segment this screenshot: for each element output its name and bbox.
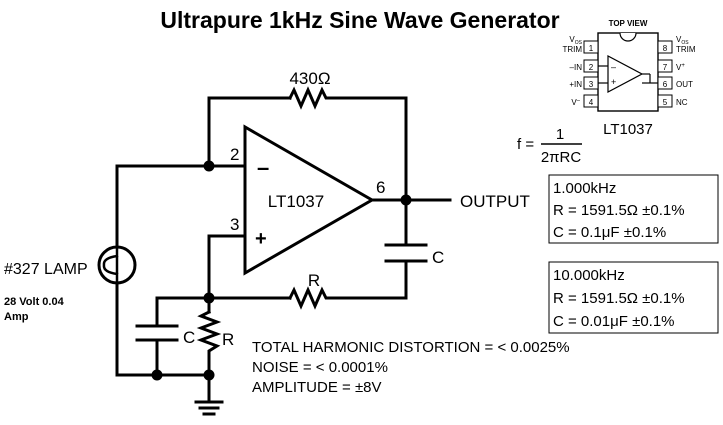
pin-1-label: VOS	[569, 35, 582, 46]
svg-text:+: +	[611, 77, 616, 87]
formula-lhs: f =	[517, 136, 534, 153]
box1-r: R = 1591.5Ω ±0.1%	[553, 202, 685, 219]
spec-noise: NOISE = < 0.0001%	[252, 359, 388, 376]
pin-6-name: OUT	[676, 80, 693, 89]
pin-num-2: 2	[589, 63, 594, 72]
pinout-header: TOP VIEW	[609, 19, 648, 28]
series-capacitor-label: C	[432, 248, 444, 267]
shunt-resistor	[196, 309, 222, 357]
pin-7-name: V+	[676, 63, 685, 72]
box2-r: R = 1591.5Ω ±0.1%	[553, 290, 685, 307]
spec-thd: TOTAL HARMONIC DISTORTION = < 0.0025%	[252, 339, 570, 356]
diagram-title: Ultrapure 1kHz Sine Wave Generator	[160, 7, 559, 33]
series-capacitor	[384, 243, 428, 263]
pinout-diagram: TOP VIEW – + 1 2 3 4 8 7 6 5 VOS TRIM –I	[562, 19, 695, 138]
junction-dots	[151, 160, 412, 381]
opamp-symbol	[243, 124, 376, 276]
pin-4-name: V–	[571, 98, 580, 107]
lamp-icon	[97, 245, 137, 285]
spec-amplitude: AMPLITUDE = ±8V	[252, 379, 382, 396]
pin-num-6: 6	[663, 80, 668, 89]
box2-c: C = 0.01μF ±0.1%	[553, 313, 675, 330]
pin-num-4: 4	[589, 98, 594, 107]
shunt-resistor-label: R	[222, 330, 234, 349]
opamp-minus-sign: –	[257, 155, 269, 180]
lamp-note-line1: 28 Volt 0.04	[4, 296, 65, 308]
formula-numerator: 1	[556, 126, 564, 143]
pin-num-5: 5	[663, 98, 668, 107]
series-resistor-label: R	[308, 271, 320, 290]
ground-icon	[194, 400, 224, 416]
pin-8-label: VOS	[676, 35, 689, 46]
opamp-label: LT1037	[268, 192, 324, 211]
frequency-formula: f = 1 2πRC	[517, 126, 582, 166]
pin-1-label-line2: TRIM	[562, 45, 582, 54]
pin-3-label: 3	[230, 215, 239, 234]
feedback-resistor-label: 430Ω	[289, 69, 330, 88]
pin-8-label-line2: TRIM	[676, 45, 696, 54]
formula-denominator: 2πRC	[541, 149, 582, 166]
pin-6-label: 6	[376, 178, 385, 197]
pinout-part-label: LT1037	[603, 121, 653, 138]
series-resistor	[287, 286, 332, 310]
value-box-1khz: 1.000kHz R = 1591.5Ω ±0.1% C = 0.1μF ±0.…	[548, 174, 719, 244]
circuit-wires	[115, 96, 452, 404]
shunt-capacitor-label: C	[183, 328, 195, 347]
pin-2-name: –IN	[570, 63, 583, 72]
box1-c: C = 0.1μF ±0.1%	[553, 224, 666, 241]
svg-text:–: –	[611, 62, 616, 72]
pin-num-3: 3	[589, 80, 594, 89]
shunt-capacitor	[135, 324, 179, 342]
lamp-label: #327 LAMP	[4, 261, 88, 278]
box1-freq: 1.000kHz	[553, 180, 616, 197]
value-box-10khz: 10.000kHz R = 1591.5Ω ±0.1% C = 0.01μF ±…	[548, 261, 719, 334]
pin-num-7: 7	[663, 63, 668, 72]
output-label: OUTPUT	[460, 192, 530, 211]
opamp-plus-sign: +	[255, 228, 267, 250]
box2-freq: 10.000kHz	[553, 267, 625, 284]
pin-num-1: 1	[589, 44, 594, 53]
pin-5-name: NC	[676, 98, 688, 107]
pin-num-8: 8	[663, 44, 668, 53]
lamp-note-line2: Amp	[4, 311, 29, 323]
pin-2-label: 2	[230, 145, 239, 164]
pin-3-name: +IN	[569, 80, 582, 89]
feedback-resistor	[287, 86, 332, 110]
